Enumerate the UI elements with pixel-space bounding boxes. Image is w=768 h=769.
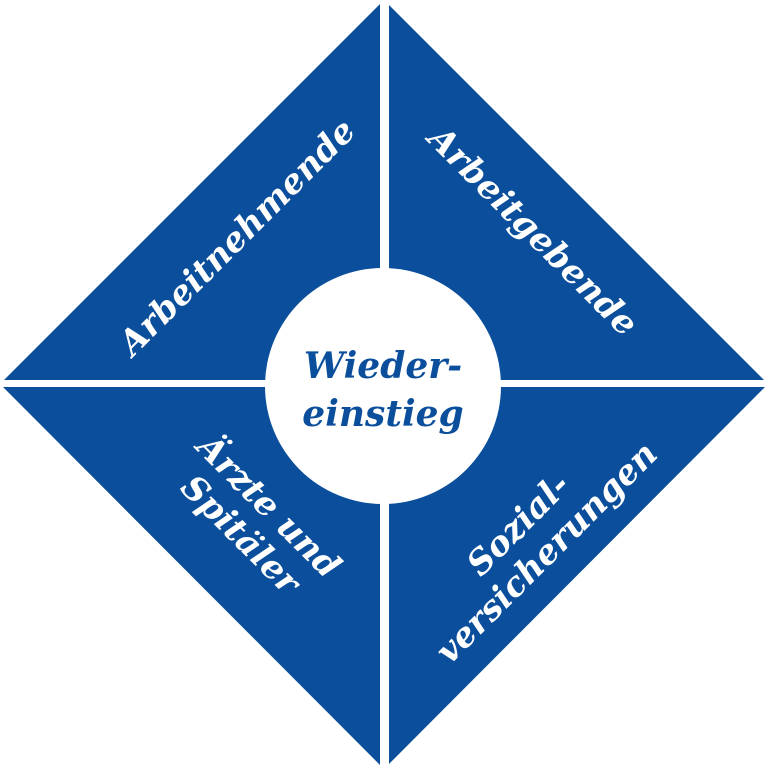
center-label-line2: einstieg — [302, 393, 463, 435]
center-circle — [265, 268, 501, 504]
center-label-line1: Wieder- — [304, 345, 462, 387]
